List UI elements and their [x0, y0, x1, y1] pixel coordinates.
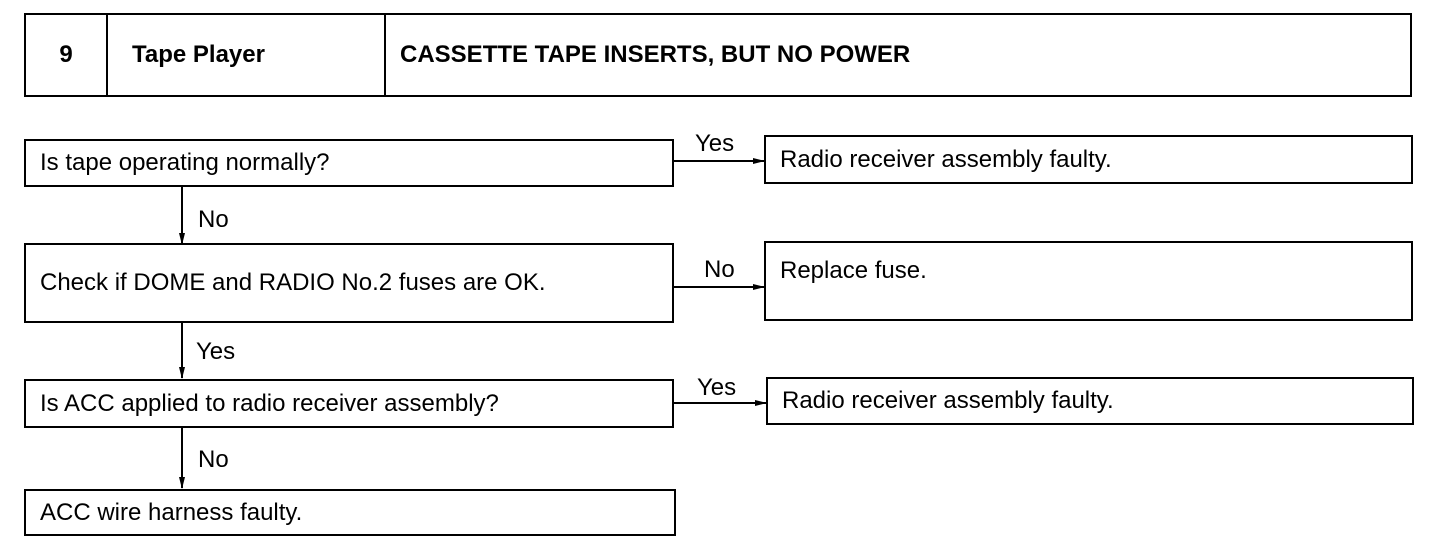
label-q2-yes: Yes — [196, 338, 236, 365]
label-q1-no: No — [198, 206, 229, 233]
question-2-text: Check if DOME and RADIO No.2 fuses are O… — [40, 269, 546, 296]
question-3-text: Is ACC applied to radio receiver assembl… — [40, 389, 499, 417]
label-q2-no: No — [704, 256, 735, 283]
question-box-1: Is tape operating normally? — [24, 139, 674, 187]
result-3-text: Radio receiver assembly faulty. — [782, 387, 1114, 414]
result-box-acc-harness: ACC wire harness faulty. — [24, 489, 676, 536]
result-1-text: Radio receiver assembly faulty. — [780, 145, 1112, 173]
symptom-title: CASSETTE TAPE INSERTS, BUT NO POWER — [400, 41, 911, 68]
result-box-1: Radio receiver assembly faulty. — [764, 135, 1413, 184]
label-q3-no: No — [198, 446, 229, 473]
question-box-2: Check if DOME and RADIO No.2 fuses are O… — [24, 243, 674, 323]
result-box-3: Radio receiver assembly faulty. — [766, 377, 1414, 425]
step-number: 9 — [26, 15, 108, 95]
result-2-text: Replace fuse. — [780, 257, 927, 284]
header-table: 9 Tape Player CASSETTE TAPE INSERTS, BUT… — [24, 13, 1412, 97]
question-box-3: Is ACC applied to radio receiver assembl… — [24, 379, 674, 428]
result-acc-harness-text: ACC wire harness faulty. — [40, 498, 303, 526]
system-name: Tape Player — [108, 15, 386, 95]
label-q1-yes: Yes — [695, 130, 735, 157]
result-box-2: Replace fuse. — [764, 241, 1413, 321]
question-1-text: Is tape operating normally? — [40, 149, 330, 176]
label-q3-yes: Yes — [697, 374, 737, 401]
